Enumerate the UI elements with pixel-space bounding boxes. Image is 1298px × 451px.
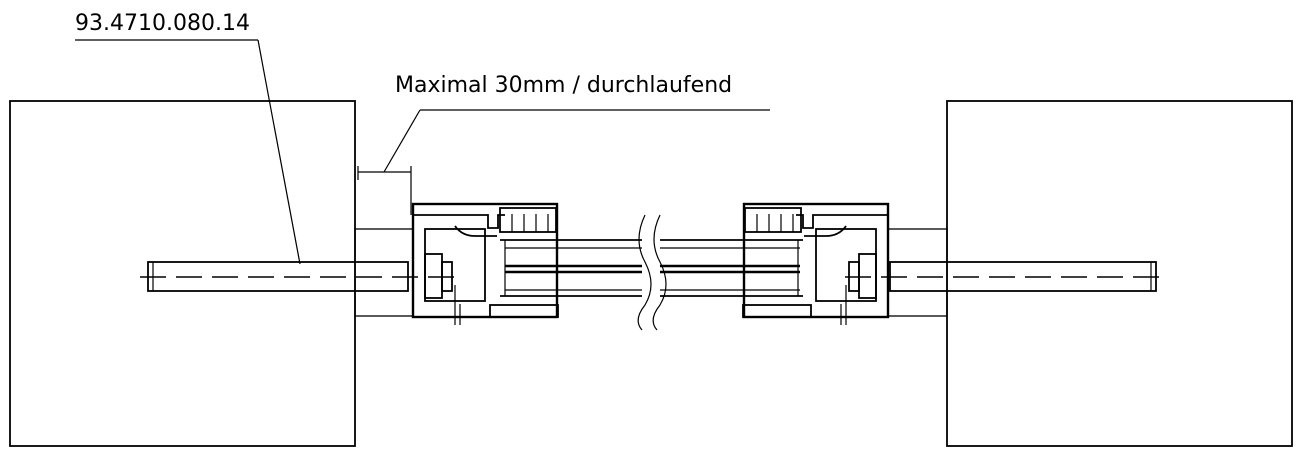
dimension-30mm [357, 109, 770, 215]
left-anchor-rod [140, 261, 460, 292]
right-wall [946, 100, 1293, 447]
right-filler [887, 228, 948, 317]
glass-panel [500, 239, 803, 297]
part-number-label: 93.4710.080.14 [75, 11, 250, 36]
right-anchor-rod [845, 261, 1165, 292]
left-frame-profile [411, 202, 559, 325]
right-frame-profile [742, 202, 890, 325]
left-filler [354, 228, 414, 317]
break-lines [637, 214, 667, 331]
left-wall [9, 100, 356, 447]
part-number-leader [75, 39, 301, 265]
max-30mm-note: Maximal 30mm / durchlaufend [395, 73, 732, 98]
